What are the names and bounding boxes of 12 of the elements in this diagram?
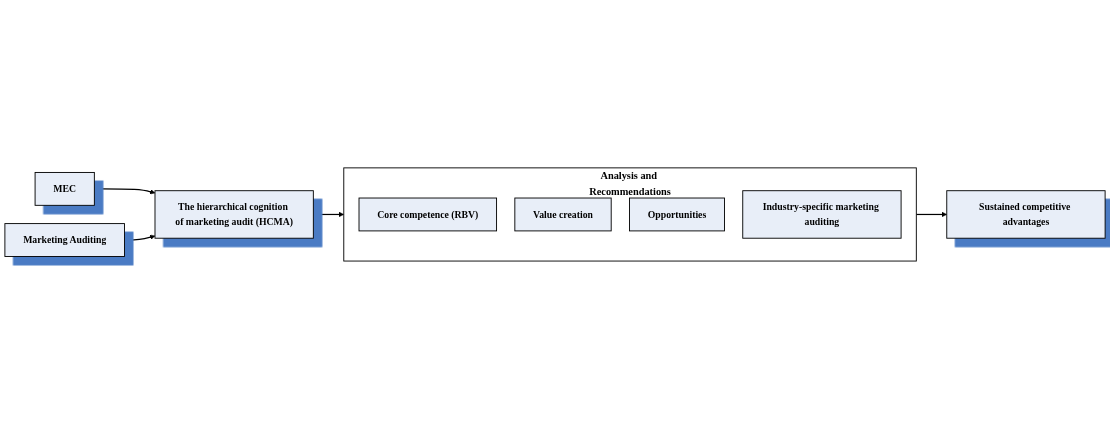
node-box: Sustained competitive advantages [946,190,1106,239]
node-box: Opportunities [629,197,725,232]
node-box: Core competence (RBV) [358,197,498,232]
arrow [312,211,345,218]
arrow [93,188,156,195]
arrow [123,234,156,241]
node-box: Marketing Auditing [4,223,125,257]
node-box: Value creation [514,197,612,232]
node-box: Industry-specific marketing auditing [742,190,902,239]
arrow [915,211,947,218]
node-box: The hierarchical cognition of marketing audit (HCMA) [154,190,314,239]
node-box: MEC [34,172,95,206]
